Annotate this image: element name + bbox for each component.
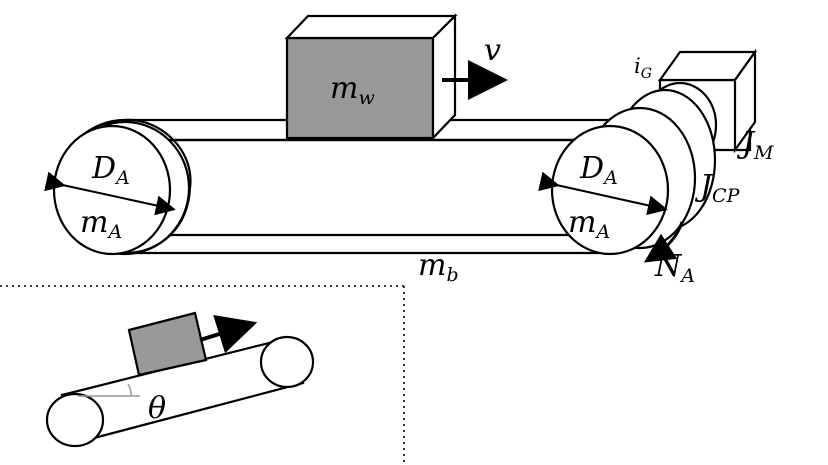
label-mA-left: mA: [80, 205, 122, 243]
label-DA-left: DA: [91, 151, 130, 189]
left-drum-side: [124, 118, 192, 255]
rotation-arrow: [643, 221, 684, 263]
inset-velocity-arrow: [199, 314, 258, 354]
right-diameter-arrow: [538, 171, 668, 216]
block-side: [431, 13, 457, 141]
inset-left-drum: [45, 392, 105, 448]
inset-inclined-conveyor: θ: [45, 311, 315, 448]
label-DA-right: DA: [579, 151, 618, 189]
inset-frame: [0, 285, 405, 465]
label-theta: θ: [148, 391, 166, 426]
load-block: [284, 13, 458, 141]
label-mw: mw: [330, 71, 375, 109]
left-diameter-arrow: [44, 171, 176, 216]
label-NA: NA: [654, 249, 695, 287]
conveyor-belt: [123, 118, 620, 255]
label-JCP: JCP: [694, 169, 741, 207]
right-drum-assembly: [538, 48, 758, 263]
label-v: v: [484, 33, 501, 68]
inset-block: [127, 311, 208, 377]
inset-right-drum: [259, 335, 315, 389]
label-JM: JM: [736, 126, 774, 164]
label-mb: mb: [418, 248, 459, 286]
label-iG: iG: [634, 54, 652, 82]
label-mA-right: mA: [568, 205, 610, 243]
inset-angle-arc: [127, 383, 132, 397]
left-drum: [44, 118, 192, 256]
block-top: [284, 14, 458, 40]
